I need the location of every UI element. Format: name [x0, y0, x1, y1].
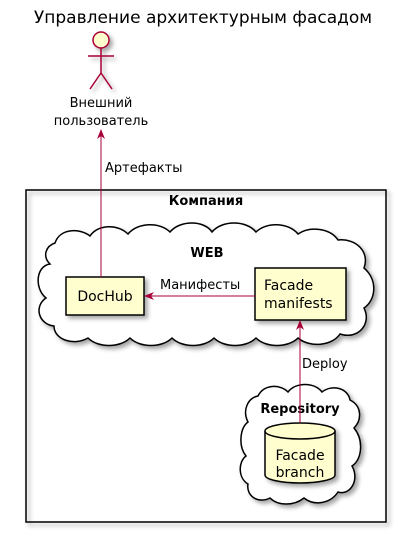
- facade-manifests-label-line1: Facade: [264, 278, 313, 294]
- actor-label-line2: пользователь: [54, 114, 148, 129]
- edge-deploy-label: Deploy: [302, 357, 348, 372]
- diagram-title: Управление архитектурным фасадом: [34, 8, 372, 28]
- actor-icon: [88, 31, 114, 90]
- facade-manifests-label-line2: manifests: [264, 296, 333, 312]
- facade-branch-label-line2: branch: [276, 465, 325, 481]
- company-frame: [25, 189, 387, 523]
- facade-branch-label-line1: Facade: [275, 448, 324, 464]
- edge-manifests-label: Манифесты: [160, 278, 240, 293]
- company-label: Компания: [169, 194, 243, 209]
- web-cloud-label: WEB: [190, 246, 223, 261]
- dochub-label: DocHub: [77, 289, 132, 305]
- facade-manifests-box[interactable]: [254, 267, 347, 321]
- edge-artifacts-label: Артефакты: [105, 161, 183, 176]
- facade-branch-database[interactable]: [264, 422, 336, 484]
- actor-label-line1: Внешний: [70, 96, 133, 111]
